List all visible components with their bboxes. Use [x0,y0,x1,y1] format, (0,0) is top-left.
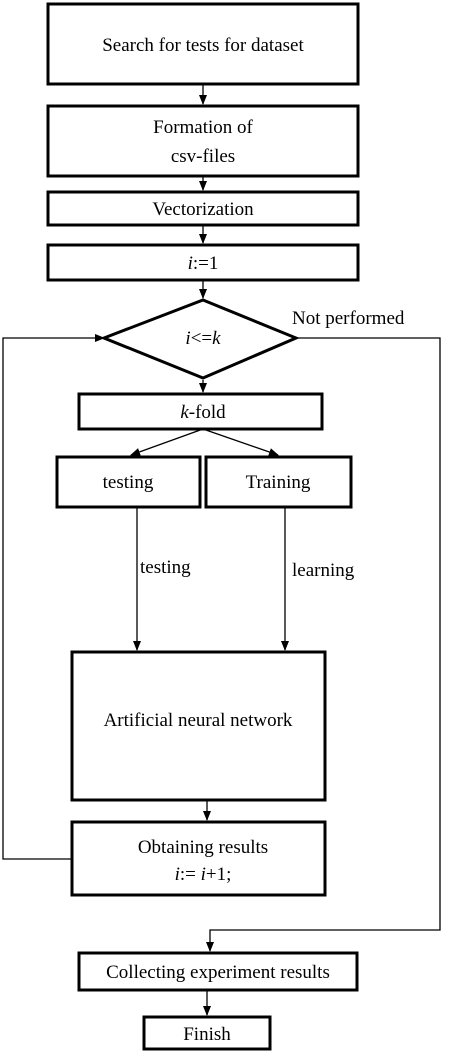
training-label: Training [246,472,311,493]
edge-label-learning: learning [292,560,355,581]
formation-label-line1: Formation of [153,117,253,138]
init-op: :=1 [193,253,219,274]
edge-label-not-performed: Not performed [292,308,405,329]
obtain-op: := [180,864,201,885]
vectorization-node: Vectorization [46,190,360,227]
init-node: i:=1 [46,243,360,282]
collecting-label: Collecting experiment results [106,962,330,983]
kfold-node: k-fold [77,392,324,431]
search-node: Search for tests for dataset [46,2,360,86]
edge-kfold-testing [130,428,204,456]
init-var: i [188,253,193,274]
edge-kfold-training [202,428,279,456]
kfold-label: k-fold [180,402,226,423]
init-label: i:=1 [188,253,219,274]
search-label: Search for tests for dataset [102,35,304,56]
condition-label: i<=k [185,328,221,349]
cond-right: k [212,328,221,349]
obtain-node: Obtaining results i:= i+1; [70,820,327,897]
condition-node: i<=k [99,298,300,380]
kfold-var: k [180,402,189,423]
obtain-tail: +1; [206,864,232,885]
edge-not-performed [206,337,441,952]
edge-loop-back [2,334,105,860]
obtain-var1: i [175,864,180,885]
cond-op: <= [191,328,212,349]
obtain-var2: i [201,864,206,885]
finish-node: Finish [142,1015,272,1051]
vectorization-label: Vectorization [152,199,254,220]
obtain-label-line1: Obtaining results [138,837,268,858]
collecting-node: Collecting experiment results [77,951,359,992]
obtain-label-line2: i:= i+1; [175,864,232,885]
connectors [2,84,441,1016]
formation-node: Formation of csv-files [46,104,360,178]
testing-node: testing [55,455,202,509]
finish-label: Finish [183,1024,231,1045]
kfold-rest: -fold [189,402,226,423]
ann-node: Artificial neural network [70,650,327,802]
training-node: Training [204,455,353,509]
testing-label: testing [103,472,154,493]
formation-label-line2: csv-files [171,146,235,167]
edge-label-testing: testing [140,557,191,578]
cond-left: i [185,328,190,349]
ann-label: Artificial neural network [104,710,293,731]
